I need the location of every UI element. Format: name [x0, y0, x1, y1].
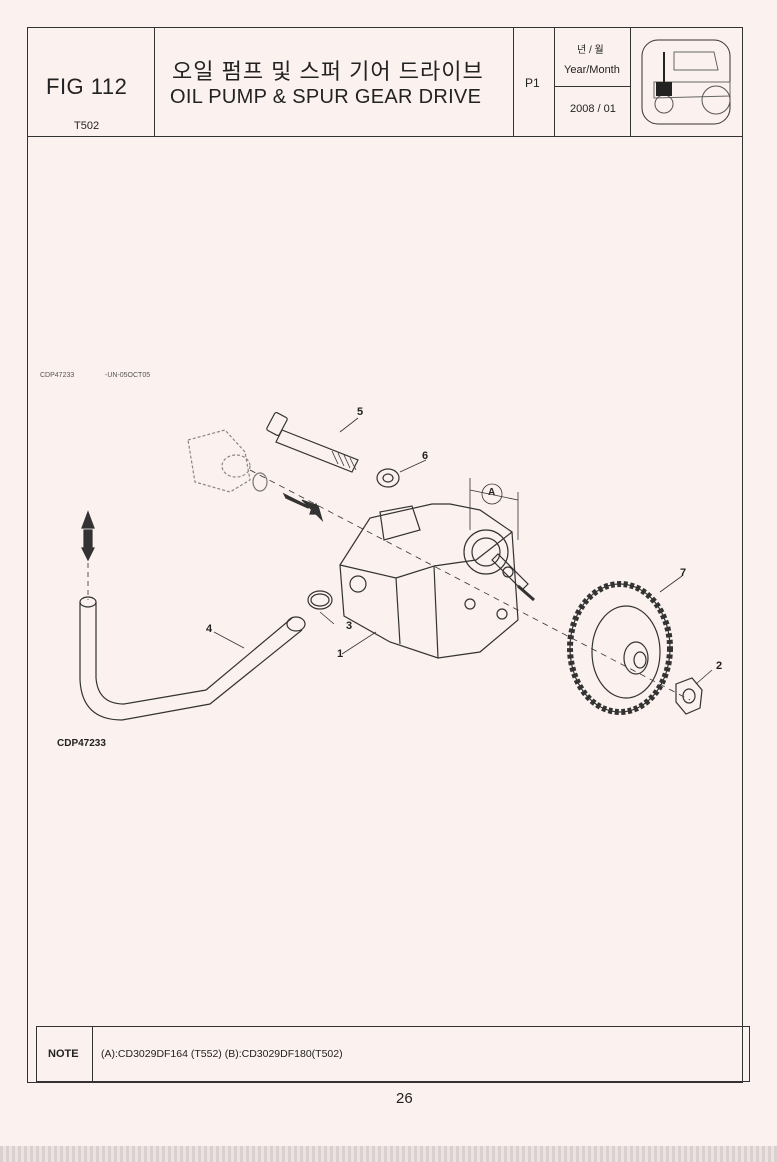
revision-date: 2008 / 01 [570, 103, 616, 115]
callout-a: A [488, 487, 496, 498]
callout-5: 5 [357, 406, 364, 418]
dimension-bracket-a [469, 478, 519, 540]
page-number: 26 [396, 1090, 413, 1107]
o-ring-part-3 [307, 590, 333, 610]
diagram-id: CDP47233 [57, 738, 106, 749]
bolt-part-5 [266, 411, 359, 473]
pump-body-part-1 [339, 503, 535, 659]
year-month-label: Year/Month [564, 64, 620, 76]
tractor-location-icon [641, 39, 731, 125]
year-month-label-korean: 년 / 월 [577, 45, 604, 56]
page-code: P1 [525, 76, 540, 90]
page-code-cell [514, 27, 555, 137]
exploded-parts-diagram [79, 411, 713, 721]
note-divider [92, 1026, 93, 1082]
washer-part-6 [376, 468, 400, 488]
callout-1: 1 [337, 648, 344, 660]
phantom-flange-outline [187, 429, 251, 493]
figure-number: FIG 112 [46, 74, 128, 99]
title-cell [155, 27, 514, 137]
reference-date-code: -UN-05OCT05 [105, 372, 151, 379]
spur-gear-part-7 [567, 581, 673, 715]
callout-2: 2 [716, 660, 723, 672]
model-code: T502 [74, 120, 100, 132]
year-month-divider [555, 86, 631, 87]
note-bar [36, 1026, 750, 1082]
note-label: NOTE [48, 1048, 79, 1060]
tube-part-4 [79, 596, 306, 721]
callout-4: 4 [206, 623, 213, 635]
reference-code: CDP47233 [40, 372, 75, 379]
nut-part-2 [675, 677, 703, 715]
up-arrow-icon [81, 510, 95, 562]
fig-cell [27, 27, 155, 137]
flow-arrow [282, 492, 324, 523]
title-english: OIL PUMP & SPUR GEAR DRIVE [170, 86, 482, 108]
year-month-cell [555, 27, 631, 137]
note-text: (A):CD3029DF164 (T552) (B):CD3029DF180(T… [101, 1048, 343, 1060]
title-korean: 오일 펌프 및 스퍼 기어 드라이브 [172, 59, 484, 84]
header-bar [27, 27, 743, 137]
callout-3: 3 [346, 620, 353, 632]
callout-7: 7 [680, 567, 687, 579]
scan-edge-strip [0, 1146, 777, 1162]
callout-6: 6 [422, 450, 429, 462]
